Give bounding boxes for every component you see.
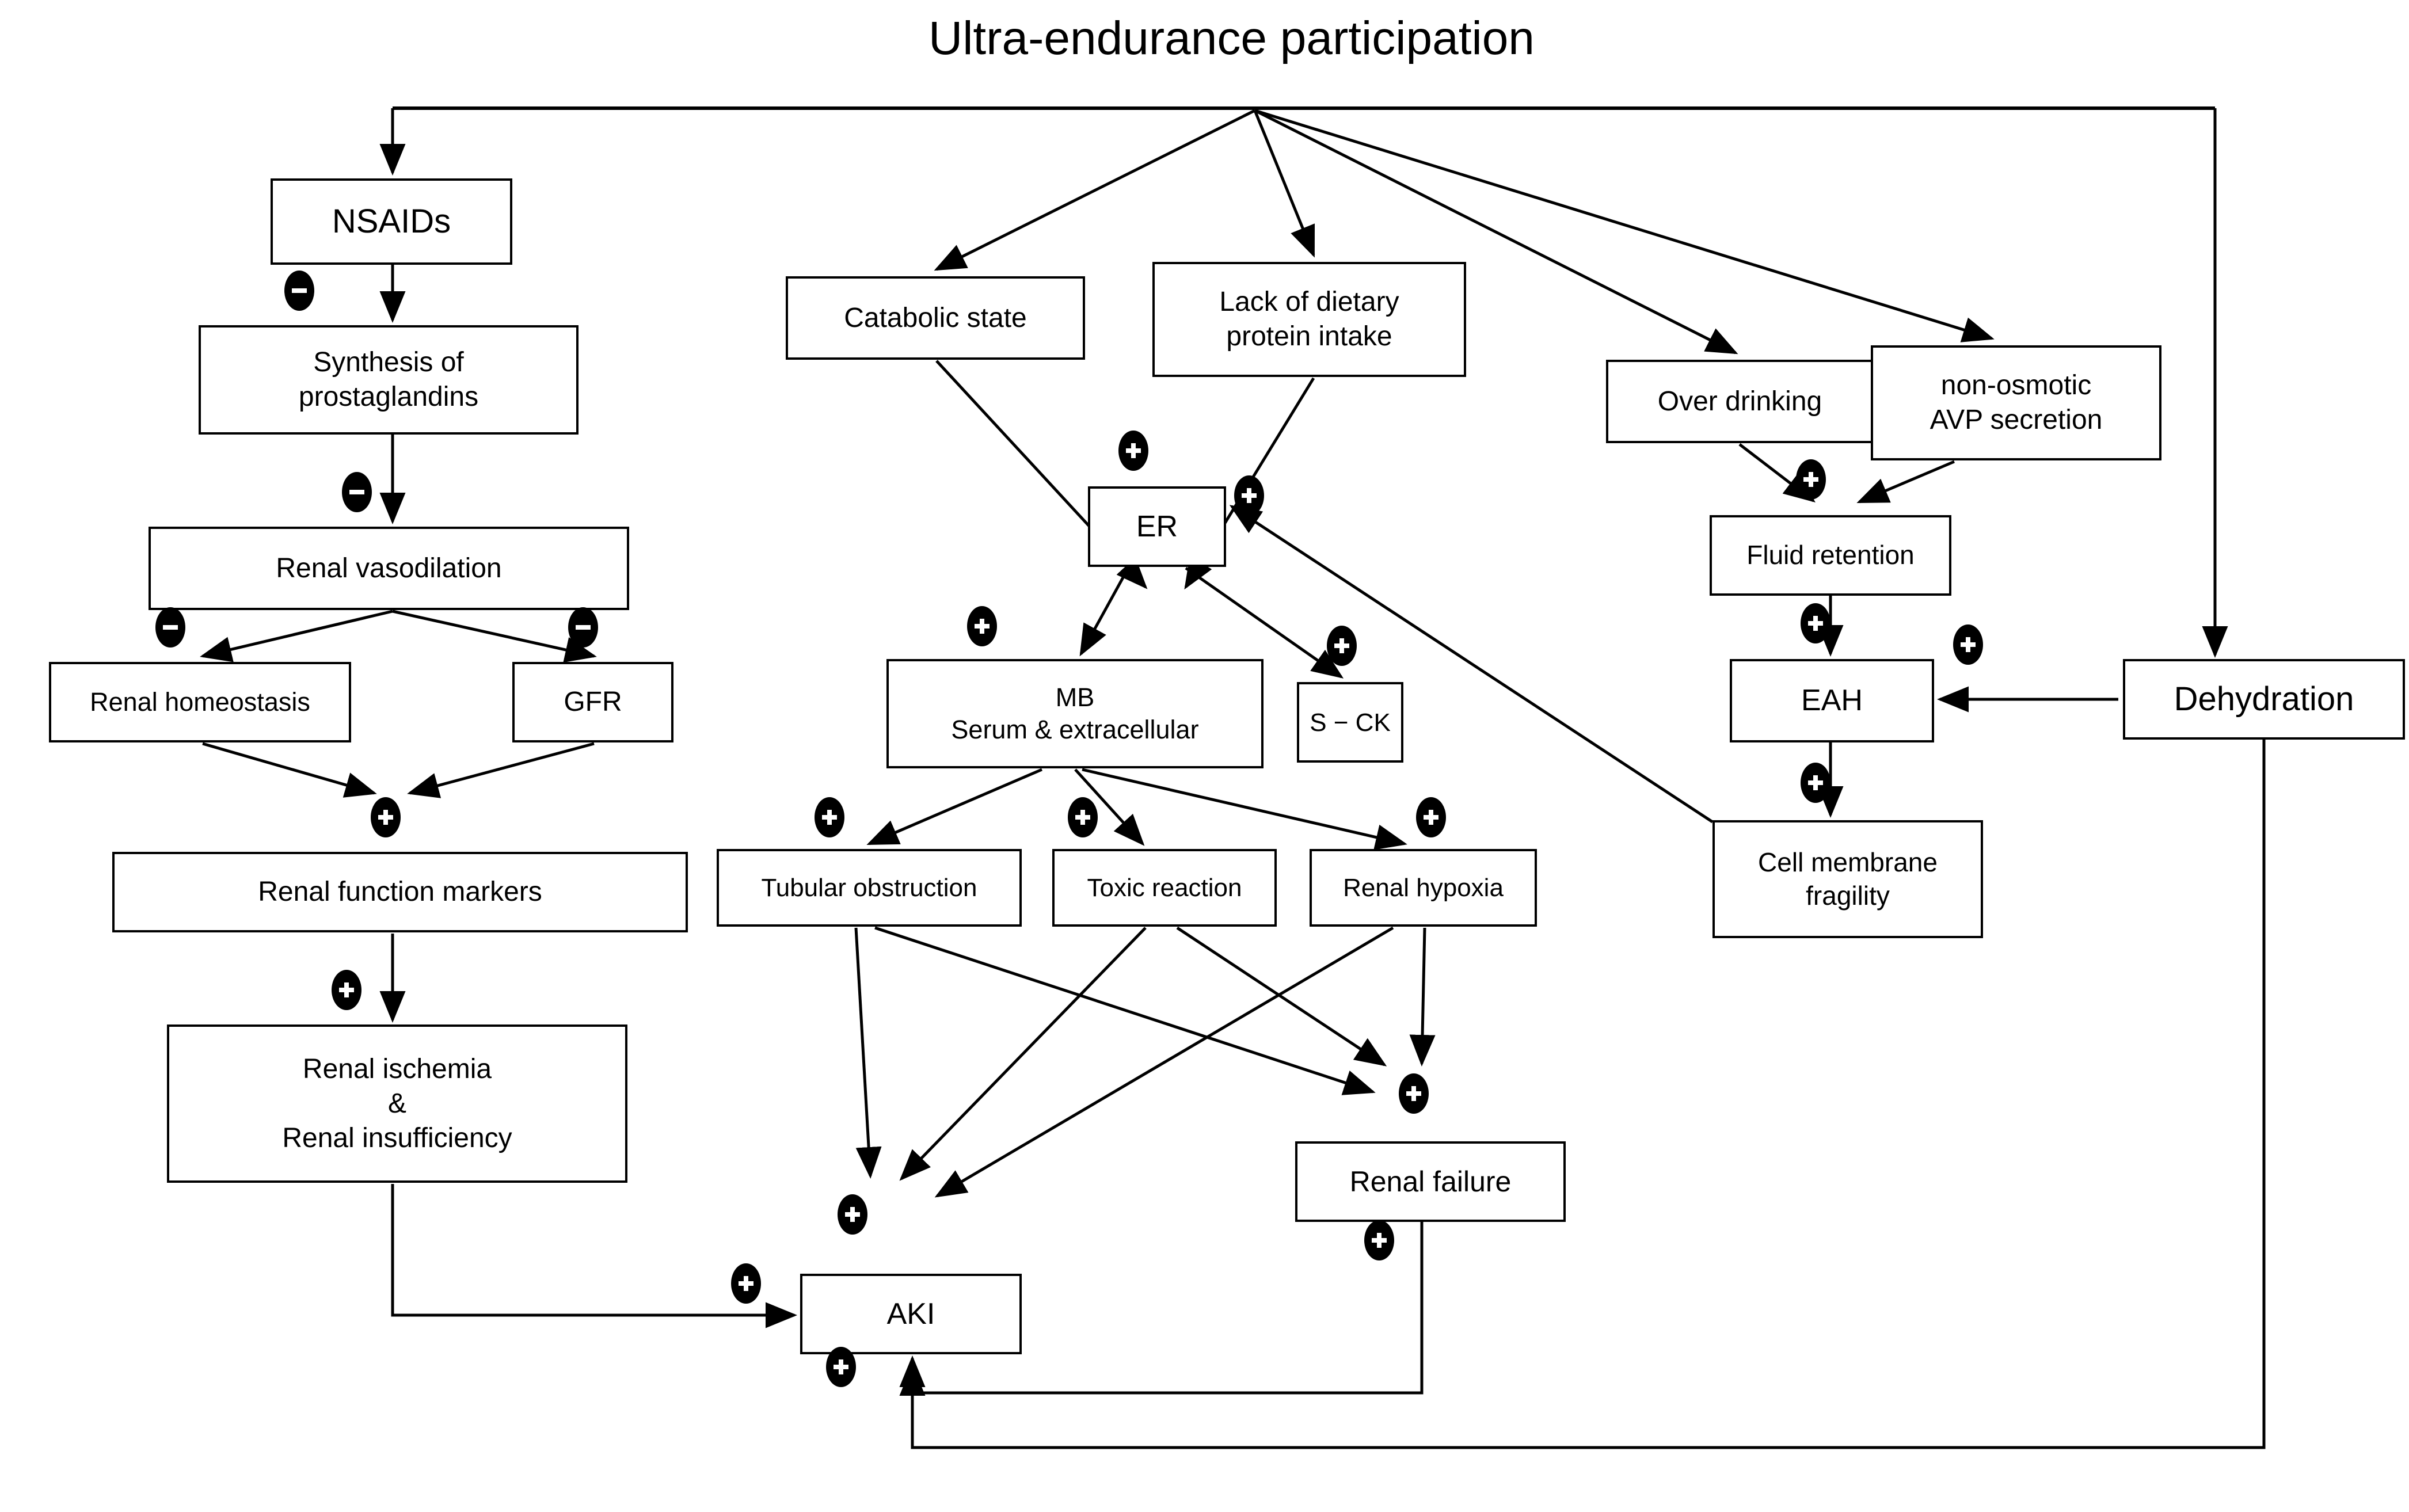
- node-label: non-osmotic AVP secretion: [1930, 370, 2103, 435]
- edge-vasodilation-to-gfr: [392, 610, 597, 663]
- node-label: NSAIDs: [332, 202, 451, 240]
- node-renal-ischemia-insufficiency[interactable]: Renal ischemia & Renal insufficiency: [167, 1024, 627, 1183]
- minus-sign-icon-nsaids-synthesis: [284, 271, 314, 311]
- node-label: GFR: [564, 687, 622, 717]
- plus-sign-icon-hypoxia: [1416, 797, 1446, 837]
- plus-sign-icon-er-right: [1234, 475, 1264, 516]
- node-over-drinking[interactable]: Over drinking: [1606, 360, 1874, 443]
- node-synthesis-of-prostaglandins[interactable]: Synthesis of prostaglandins: [199, 325, 579, 435]
- node-er[interactable]: ER: [1088, 486, 1226, 567]
- edge-membrane-to-er: [1229, 505, 1714, 824]
- node-catabolic-state[interactable]: Catabolic state: [786, 276, 1085, 360]
- plus-sign-icon-sck: [1327, 626, 1357, 666]
- node-gfr[interactable]: GFR: [512, 662, 673, 742]
- node-toxic-reaction[interactable]: Toxic reaction: [1052, 849, 1277, 927]
- edge-ultra-to-protein: [1253, 110, 1315, 258]
- node-renal-homeostasis[interactable]: Renal homeostasis: [49, 662, 351, 742]
- edge-toxic-to-aki: [899, 927, 1147, 1181]
- edge-hypoxia-to-renalfailure: [1409, 927, 1436, 1067]
- plus-sign-icon-renal-failure-top: [1399, 1073, 1429, 1114]
- edge-tubular-to-aki: [854, 927, 882, 1179]
- edge-mb-to-hypoxia: [1082, 768, 1407, 850]
- node-renal-vasodilation[interactable]: Renal vasodilation: [149, 527, 629, 610]
- node-label: Fluid retention: [1746, 540, 1915, 570]
- node-label: Renal homeostasis: [90, 687, 310, 717]
- node-label: Cell membrane fragility: [1758, 847, 1938, 911]
- node-label: ER: [1136, 509, 1178, 543]
- node-label: Renal failure: [1349, 1165, 1512, 1198]
- plus-sign-icon-mb: [967, 606, 997, 646]
- node-label: Synthesis of prostaglandins: [298, 347, 479, 412]
- plus-sign-icon-membrane: [1801, 763, 1830, 803]
- minus-sign-icon-vasodilation-homeostasis: [155, 607, 185, 648]
- node-label: Renal vasodilation: [276, 553, 502, 584]
- plus-sign-icon-aki-left: [731, 1263, 761, 1304]
- node-label: MB Serum & extracellular: [951, 682, 1199, 744]
- node-tubular-obstruction[interactable]: Tubular obstruction: [717, 849, 1022, 927]
- node-non-osmotic-avp-secretion[interactable]: non-osmotic AVP secretion: [1871, 345, 2161, 460]
- edge-toxic-to-renalfailure: [1176, 926, 1387, 1067]
- edge-hypoxia-to-aki: [934, 926, 1394, 1198]
- plus-sign-icon-eah-right: [1953, 624, 1983, 665]
- node-renal-function-markers[interactable]: Renal function markers: [112, 852, 688, 932]
- plus-sign-icon-tubular: [815, 797, 844, 837]
- node-label: Lack of dietary protein intake: [1219, 287, 1399, 352]
- node-fluid-retention[interactable]: Fluid retention: [1710, 515, 1951, 596]
- node-mb-serum-extracellular[interactable]: MB Serum & extracellular: [886, 659, 1264, 768]
- edge-er-to-sck: [1185, 566, 1344, 679]
- node-eah[interactable]: EAH: [1730, 659, 1934, 742]
- edge-ischemia-to-aki: [391, 1184, 797, 1328]
- plus-sign-icon-toxic: [1068, 797, 1098, 837]
- node-label: Over drinking: [1657, 386, 1822, 417]
- node-label: Toxic reaction: [1087, 874, 1242, 902]
- minus-sign-icon-synthesis-vasodilation: [342, 472, 372, 512]
- node-s-ck[interactable]: S − CK: [1297, 682, 1403, 763]
- node-label: S − CK: [1310, 708, 1391, 737]
- plus-sign-icon-function-markers: [371, 797, 401, 837]
- node-label: Renal hypoxia: [1343, 874, 1504, 902]
- edge-gfr-to-markers: [407, 742, 595, 798]
- edge-dehydration-to-aki: [899, 740, 2266, 1449]
- edge-ultra-to-avp: [1254, 109, 1995, 342]
- edge-homeostasis-to-markers: [202, 742, 377, 798]
- node-label: Dehydration: [2174, 680, 2354, 718]
- node-label: Tubular obstruction: [761, 874, 977, 902]
- node-cell-membrane-fragility[interactable]: Cell membrane fragility: [1712, 820, 1983, 938]
- plus-sign-icon-aki-bottom: [826, 1347, 856, 1387]
- minus-sign-icon-vasodilation-gfr: [568, 607, 598, 648]
- plus-sign-icon-aki-top: [838, 1194, 867, 1235]
- plus-sign-icon-er-top: [1118, 431, 1148, 471]
- node-label: Catabolic state: [844, 302, 1027, 333]
- edge-tubular-to-renalfailure: [874, 926, 1376, 1095]
- edge-er-to-mb: [1079, 567, 1130, 657]
- plus-sign-icon-ischemia: [332, 970, 361, 1010]
- node-label: EAH: [1801, 684, 1863, 717]
- node-renal-failure[interactable]: Renal failure: [1295, 1141, 1566, 1222]
- edge-vasodilation-to-homeostasis: [200, 610, 393, 662]
- edge-ultra-to-catabolic: [934, 109, 1256, 271]
- node-lack-of-dietary-protein-intake[interactable]: Lack of dietary protein intake: [1152, 262, 1466, 377]
- node-label: AKI: [886, 1297, 935, 1331]
- node-renal-hypoxia[interactable]: Renal hypoxia: [1310, 849, 1537, 927]
- node-label: Renal function markers: [258, 877, 542, 907]
- node-dehydration[interactable]: Dehydration: [2123, 659, 2405, 740]
- diagram-title: Ultra-endurance participation: [928, 12, 1535, 64]
- edge-ultra-to-overdrinking: [1254, 109, 1738, 355]
- node-aki[interactable]: AKI: [800, 1274, 1022, 1354]
- plus-sign-icon-fluid-retention: [1796, 459, 1826, 500]
- edge-mb-to-toxic: [1074, 768, 1145, 846]
- node-label: Renal ischemia & Renal insufficiency: [282, 1053, 512, 1153]
- edge-avp-to-fluid: [1856, 460, 1955, 504]
- plus-sign-icon-renal-failure-bottom: [1364, 1220, 1394, 1260]
- edge-mb-to-tubular: [866, 768, 1042, 845]
- node-nsaids[interactable]: NSAIDs: [271, 178, 512, 265]
- plus-sign-icon-eah-top: [1801, 603, 1830, 643]
